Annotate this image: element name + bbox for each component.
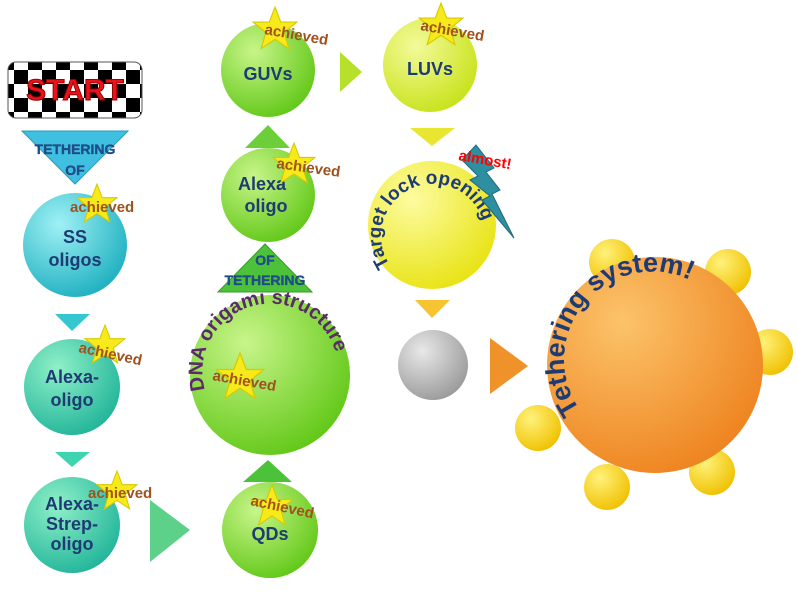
node-tethering-system: Tethering system! <box>515 239 793 510</box>
tethering-of-arrow: TETHERING OF <box>20 130 130 185</box>
arrow-text: OF <box>65 162 85 178</box>
node-label: QDs <box>251 524 288 544</box>
start-label: START <box>26 74 124 107</box>
node-label: SS <box>63 227 87 247</box>
arrow-right <box>150 500 190 562</box>
arrow-right <box>340 52 362 92</box>
arrow-down <box>55 452 90 467</box>
node-pending <box>398 330 468 400</box>
node-label: GUVs <box>243 64 292 84</box>
node-label: oligos <box>49 250 102 270</box>
satellite-circle <box>515 405 561 451</box>
node-label: Strep- <box>46 514 98 534</box>
node-label: Alexa- <box>45 494 99 514</box>
arrow-up <box>243 460 292 482</box>
arrow-text: OF <box>255 252 275 268</box>
node-label: oligo <box>51 534 94 554</box>
satellite-circle <box>584 464 630 510</box>
arrow-down <box>415 300 450 318</box>
node-alexa-oligo: Alexa- oligo achieved <box>24 324 144 435</box>
node-alexa-oligo-mid: Alexa oligo achieved <box>221 142 341 242</box>
node-label: oligo <box>51 390 94 410</box>
node-alexa-strep-oligo: Alexa- Strep- oligo achieved <box>24 470 152 573</box>
arrow-down <box>410 128 455 146</box>
node-label: Alexa- <box>45 367 99 387</box>
node-label: Alexa <box>238 174 287 194</box>
node-label: oligo <box>245 196 288 216</box>
start-banner: START <box>7 61 143 119</box>
node-target-lock: Target lock opening almost! <box>365 144 515 289</box>
arrow-text: TETHERING <box>225 272 306 288</box>
node-qds: QDs achieved <box>222 482 318 578</box>
node-label: LUVs <box>407 59 453 79</box>
node-dna-origami: DNA origami structure achieved <box>185 286 352 455</box>
arrow-up <box>245 125 290 148</box>
arrow-right <box>490 338 528 394</box>
arrow-down <box>55 314 90 331</box>
status-achieved: achieved <box>88 485 152 502</box>
of-tethering-arrow: OF TETHERING <box>216 243 314 293</box>
arrow-text: TETHERING <box>35 141 116 157</box>
node-guvs: GUVs achieved <box>221 6 330 117</box>
node-ss-oligos: SS oligos achieved <box>23 183 134 297</box>
status-achieved: achieved <box>70 199 134 216</box>
node-luvs: LUVs achieved <box>383 2 486 112</box>
lightning-icon <box>461 144 515 239</box>
